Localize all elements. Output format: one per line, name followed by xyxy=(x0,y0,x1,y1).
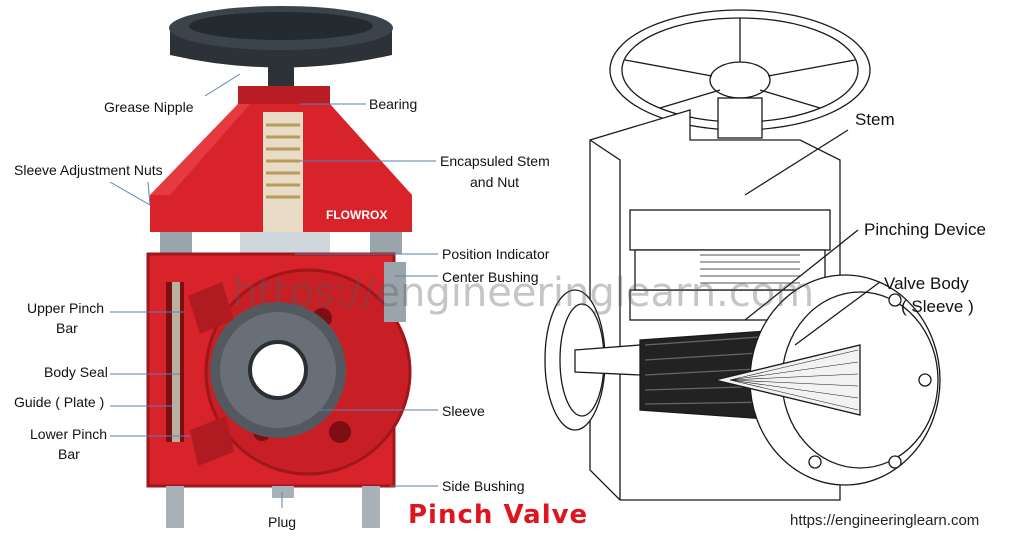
label-upper-pinch-line2: Bar xyxy=(56,320,78,336)
diagram-title: Pinch Valve xyxy=(408,500,589,530)
cutaway-right-flange xyxy=(714,274,941,486)
pinch-valve-cutaway xyxy=(544,9,941,501)
label-encapsuled-stem-line1: Encapsuled Stem xyxy=(440,153,550,169)
handwheel xyxy=(169,6,393,88)
label-valve-body-line2: ( Sleeve ) xyxy=(901,297,974,316)
cutaway-handwheel xyxy=(609,9,871,131)
yoke-housing xyxy=(150,86,412,232)
cutaway-left-flange xyxy=(544,289,641,431)
label-center-bushing: Center Bushing xyxy=(442,269,539,285)
label-body-seal: Body Seal xyxy=(44,364,108,380)
label-lower-pinch-line1: Lower Pinch xyxy=(30,426,108,442)
label-valve-body-line1: Valve Body xyxy=(884,274,969,293)
label-stem: Stem xyxy=(855,110,895,129)
label-guide-plate: Guide ( Plate ) xyxy=(14,394,105,410)
label-position-indicator: Position Indicator xyxy=(442,246,550,262)
label-lower-pinch-line2: Bar xyxy=(58,446,80,462)
footer-url: https://engineeringlearn.com xyxy=(790,512,980,529)
label-encapsuled-stem-line2: and Nut xyxy=(470,174,520,190)
pinch-valve-photo: FLOWROX xyxy=(146,6,412,528)
watermark: https://engineeringlearn.com xyxy=(232,270,815,316)
brand-logo: FLOWROX xyxy=(326,208,387,222)
label-side-bushing: Side Bushing xyxy=(442,478,525,494)
label-sleeve-adjustment-nuts: Sleeve Adjustment Nuts xyxy=(14,162,163,178)
label-plug: Plug xyxy=(268,514,297,530)
label-upper-pinch-line1: Upper Pinch xyxy=(27,300,105,316)
label-bearing: Bearing xyxy=(369,96,418,112)
label-grease-nipple: Grease Nipple xyxy=(104,99,194,115)
label-sleeve: Sleeve xyxy=(442,403,485,419)
label-pinching-device: Pinching Device xyxy=(864,220,986,239)
sleeve-ring xyxy=(210,302,346,438)
